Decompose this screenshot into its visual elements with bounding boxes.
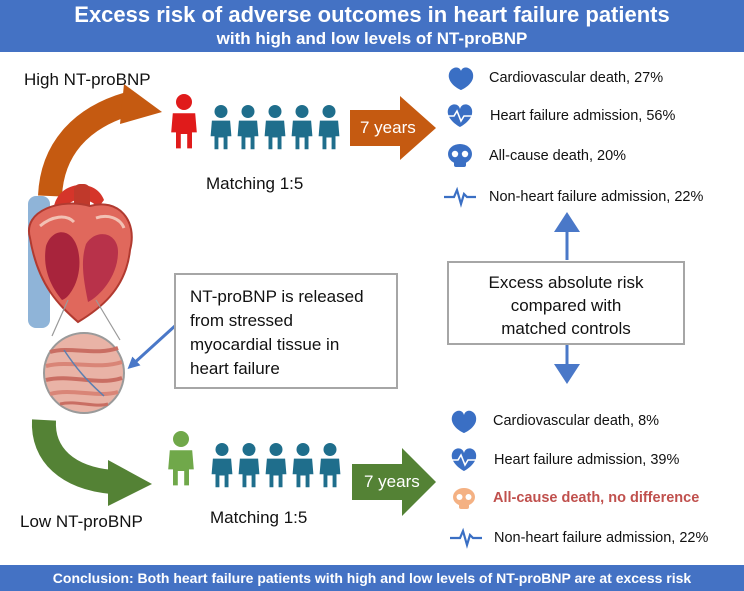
person-high-icon [171, 94, 197, 149]
risk-line: matched controls [501, 319, 631, 338]
low-outcome-non-hf-admission: Non-heart failure admission, 22% [494, 530, 709, 546]
person-icon [264, 105, 286, 150]
release-line: heart failure [190, 359, 280, 378]
page-title: Excess risk of adverse outcomes in heart… [74, 2, 670, 27]
person-icon [265, 443, 287, 488]
high-outcome-all-cause-death: All-cause death, 20% [489, 148, 627, 164]
control-group-high [210, 105, 340, 150]
risk-arrow-down [554, 344, 580, 384]
high-outcome-non-hf-admission: Non-heart failure admission, 22% [489, 189, 704, 205]
low-label: Low NT-proBNP [20, 512, 143, 531]
person-icon [318, 105, 340, 150]
person-icon [319, 443, 341, 488]
low-outcome-cv-death: Cardiovascular death, 8% [493, 413, 660, 429]
risk-arrow-up [554, 212, 580, 260]
high-outcome-cv-death: Cardiovascular death, 27% [489, 70, 664, 86]
page-subtitle: with high and low levels of NT-proBNP [216, 29, 528, 48]
low-outcome-all-cause-death: All-cause death, no difference [493, 490, 700, 506]
high-label: High NT-proBNP [24, 70, 151, 89]
low-outcome-hf-admission: Heart failure admission, 39% [494, 452, 680, 468]
person-icon [211, 443, 233, 488]
myocardial-tissue-icon [43, 332, 125, 414]
skull-icon [453, 488, 475, 509]
high-outcome-hf-admission: Heart failure admission, 56% [490, 108, 676, 124]
conclusion-banner: Conclusion: Both heart failure patients … [0, 565, 744, 591]
release-line: NT-proBNP is released [190, 287, 364, 306]
person-icon [238, 443, 260, 488]
heart-icon [448, 67, 474, 90]
pulse-line-icon [450, 527, 482, 549]
low-years-label: 7 years [364, 472, 420, 491]
conclusion-text: Conclusion: Both heart failure patients … [52, 570, 692, 586]
header-banner: Excess risk of adverse outcomes in heart… [0, 0, 744, 52]
person-icon [291, 105, 313, 150]
heart-pulse-icon [450, 448, 478, 471]
excess-risk-box: Excess absolute risk compared with match… [447, 261, 685, 345]
heart-pulse-icon [446, 104, 474, 127]
curved-arrow-high-icon [38, 84, 162, 197]
risk-line: compared with [510, 296, 622, 315]
person-icon [210, 105, 232, 150]
person-icon [237, 105, 259, 150]
risk-line: Excess absolute risk [488, 273, 644, 292]
person-icon [292, 443, 314, 488]
curved-arrow-low-icon [31, 419, 152, 506]
high-years-label: 7 years [360, 118, 416, 137]
years-arrow-high [350, 96, 436, 160]
pulse-line-icon [444, 186, 476, 208]
release-line: from stressed [190, 311, 293, 330]
release-info-box: NT-proBNP is released from stressed myoc… [174, 273, 398, 389]
heart-illustration [27, 184, 133, 341]
control-group-low [211, 443, 341, 488]
skull-icon [448, 144, 472, 167]
person-low-icon [168, 431, 194, 486]
heart-icon [451, 410, 477, 433]
release-line: myocardial tissue in [190, 335, 340, 354]
low-matching-label: Matching 1:5 [210, 508, 308, 527]
release-pointer-arrow [127, 323, 178, 370]
high-matching-label: Matching 1:5 [206, 174, 304, 193]
years-arrow-low [352, 448, 436, 516]
